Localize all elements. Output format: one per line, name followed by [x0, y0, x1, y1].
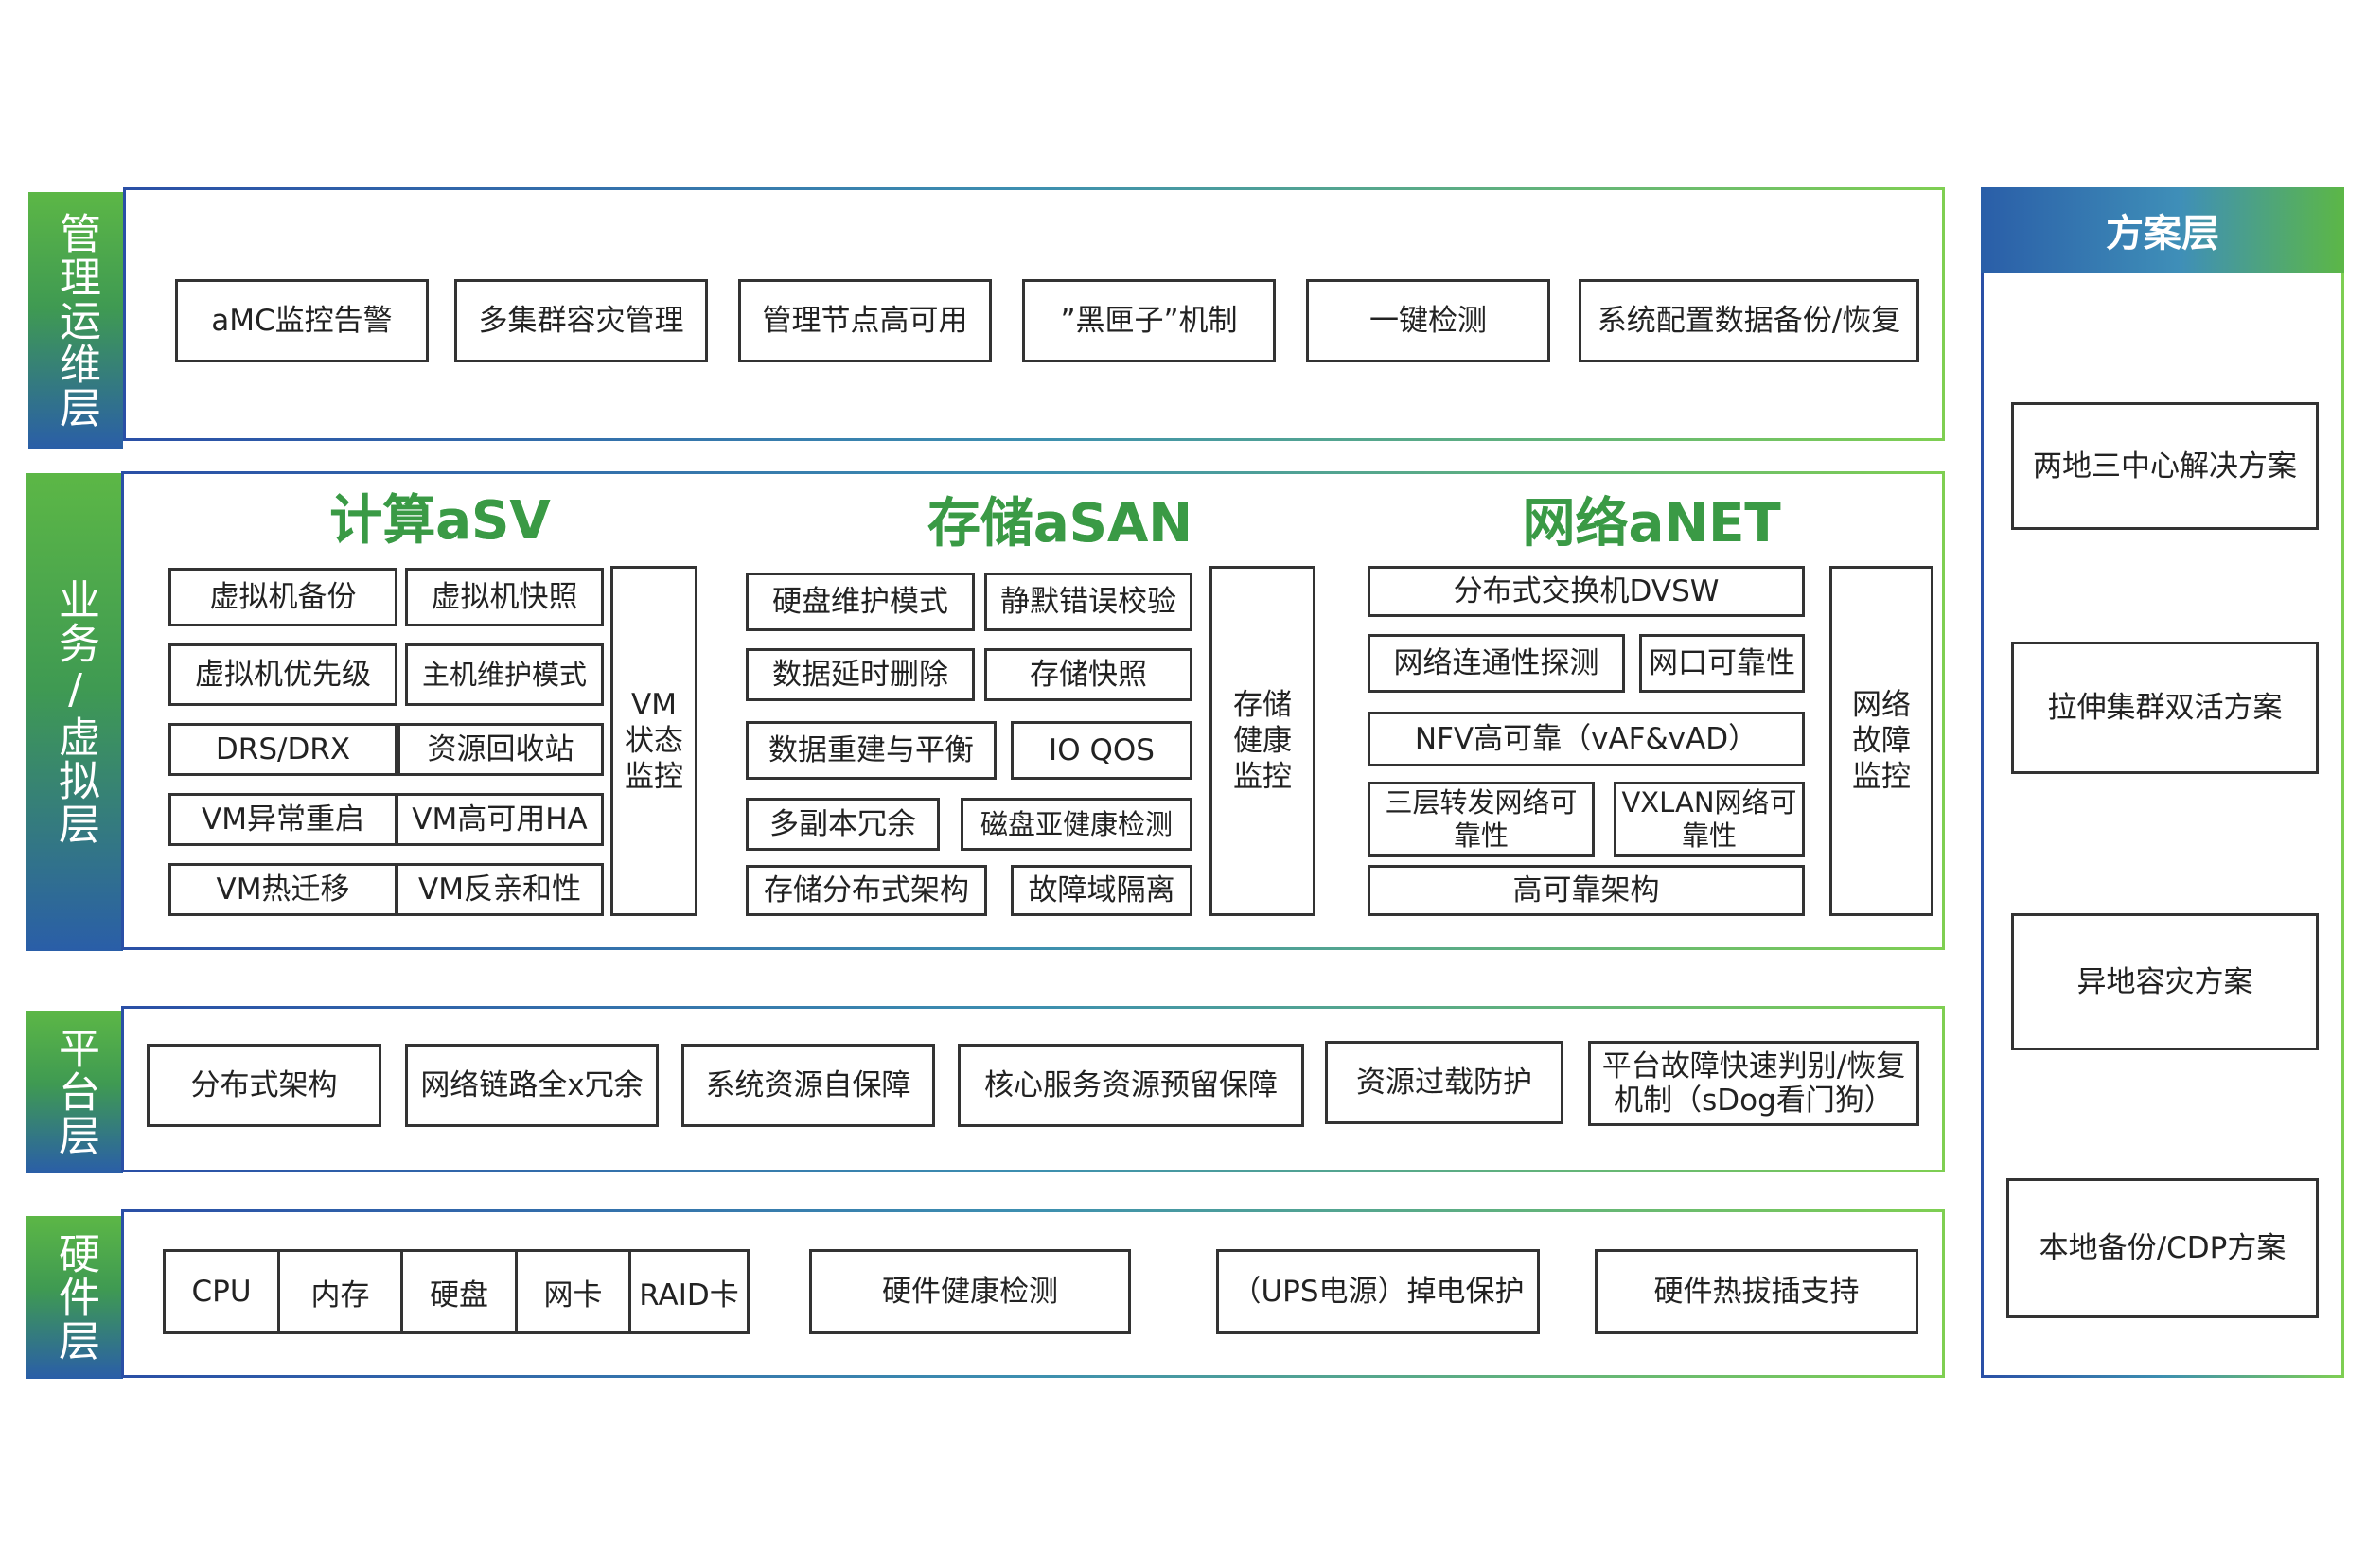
compute-item-9: VM热迁移 [168, 863, 397, 916]
layer-label-biz: 业务/虚拟层 [26, 473, 123, 951]
network-item-3: 网口可靠性 [1639, 634, 1805, 693]
storage-item-7: 多副本冗余 [746, 798, 940, 851]
storage-item-9: 存储分布式架构 [746, 865, 987, 916]
scheme-item-4: 本地备份/CDP方案 [2006, 1178, 2319, 1318]
platform-item-6: 平台故障快速判别/恢复机制（sDog看门狗） [1588, 1041, 1919, 1126]
network-title: 网络aNET [1476, 481, 1827, 555]
layer-label-platform: 平台层 [26, 1011, 123, 1173]
compute-item-3: 虚拟机优先级 [168, 643, 397, 706]
scheme-frame [1981, 187, 2344, 1378]
network-monitor: 网络 故障 监控 [1829, 566, 1933, 916]
layer-label-hardware: 硬件层 [26, 1216, 123, 1379]
scheme-item-1: 两地三中心解决方案 [2011, 402, 2319, 530]
storage-item-6: IO QOS [1011, 721, 1192, 780]
compute-item-5: DRS/DRX [168, 723, 397, 776]
layer-label-platform-text: 平台层 [51, 1027, 99, 1157]
network-item-6: VXLAN网络可靠性 [1614, 782, 1805, 857]
layer-label-biz-text: 业务/虚拟层 [51, 578, 99, 846]
compute-title: 计算aSV [284, 478, 596, 552]
mgmt-item-1: aMC监控告警 [175, 279, 429, 362]
compute-item-10: VM反亲和性 [396, 863, 604, 916]
mgmt-item-5: 一键检测 [1306, 279, 1550, 362]
storage-item-10: 故障域隔离 [1011, 865, 1192, 916]
hardware-item-health: 硬件健康检测 [809, 1249, 1131, 1334]
compute-monitor: VM 状态 监控 [610, 566, 697, 916]
network-item-7: 高可靠架构 [1368, 865, 1805, 916]
network-item-4: NFV高可靠（vAF&vAD） [1368, 712, 1805, 766]
hardware-cpu: CPU [166, 1252, 280, 1331]
storage-item-4: 存储快照 [984, 648, 1192, 701]
platform-item-1: 分布式架构 [147, 1044, 381, 1127]
storage-item-3: 数据延时删除 [746, 648, 975, 701]
storage-item-5: 数据重建与平衡 [746, 721, 997, 780]
hardware-item-ups: （UPS电源）掉电保护 [1216, 1249, 1540, 1334]
hardware-disk: 硬盘 [403, 1252, 518, 1331]
mgmt-item-4: ”黑匣子”机制 [1022, 279, 1276, 362]
layer-label-mgmt: 管理运维层 [28, 192, 123, 449]
mgmt-item-3: 管理节点高可用 [738, 279, 992, 362]
hardware-nic: 网卡 [518, 1252, 631, 1331]
platform-item-5: 资源过载防护 [1325, 1041, 1563, 1124]
compute-item-6: 资源回收站 [397, 723, 604, 776]
storage-item-1: 硬盘维护模式 [746, 573, 975, 631]
storage-item-2: 静默错误校验 [984, 573, 1192, 631]
platform-item-3: 系统资源自保障 [681, 1044, 935, 1127]
hardware-item-hotswap: 硬件热拔插支持 [1595, 1249, 1918, 1334]
storage-title: 存储aSAN [880, 481, 1240, 555]
storage-monitor: 存储 健康 监控 [1209, 566, 1315, 916]
scheme-item-2: 拉伸集群双活方案 [2011, 642, 2319, 774]
compute-item-2: 虚拟机快照 [405, 568, 604, 626]
network-item-1: 分布式交换机DVSW [1368, 566, 1805, 617]
compute-item-8: VM高可用HA [396, 793, 604, 846]
mgmt-item-2: 多集群容灾管理 [454, 279, 708, 362]
network-item-2: 网络连通性探测 [1368, 634, 1625, 693]
network-item-5: 三层转发网络可靠性 [1368, 782, 1595, 857]
hardware-memory: 内存 [280, 1252, 403, 1331]
platform-item-2: 网络链路全x冗余 [405, 1044, 659, 1127]
mgmt-item-6: 系统配置数据备份/恢复 [1579, 279, 1919, 362]
compute-item-4: 主机维护模式 [405, 643, 604, 706]
storage-item-8: 磁盘亚健康检测 [961, 798, 1192, 851]
compute-item-1: 虚拟机备份 [168, 568, 397, 626]
layer-label-hardware-text: 硬件层 [51, 1232, 99, 1363]
compute-item-7: VM异常重启 [168, 793, 397, 846]
scheme-title: 方案层 [1981, 187, 2344, 273]
hardware-component-row: CPU 内存 硬盘 网卡 RAID卡 [163, 1249, 750, 1334]
platform-item-4: 核心服务资源预留保障 [958, 1044, 1304, 1127]
hardware-raid: RAID卡 [639, 1277, 739, 1313]
layer-label-mgmt-text: 管理运维层 [52, 212, 100, 430]
scheme-item-3: 异地容灾方案 [2011, 913, 2319, 1050]
